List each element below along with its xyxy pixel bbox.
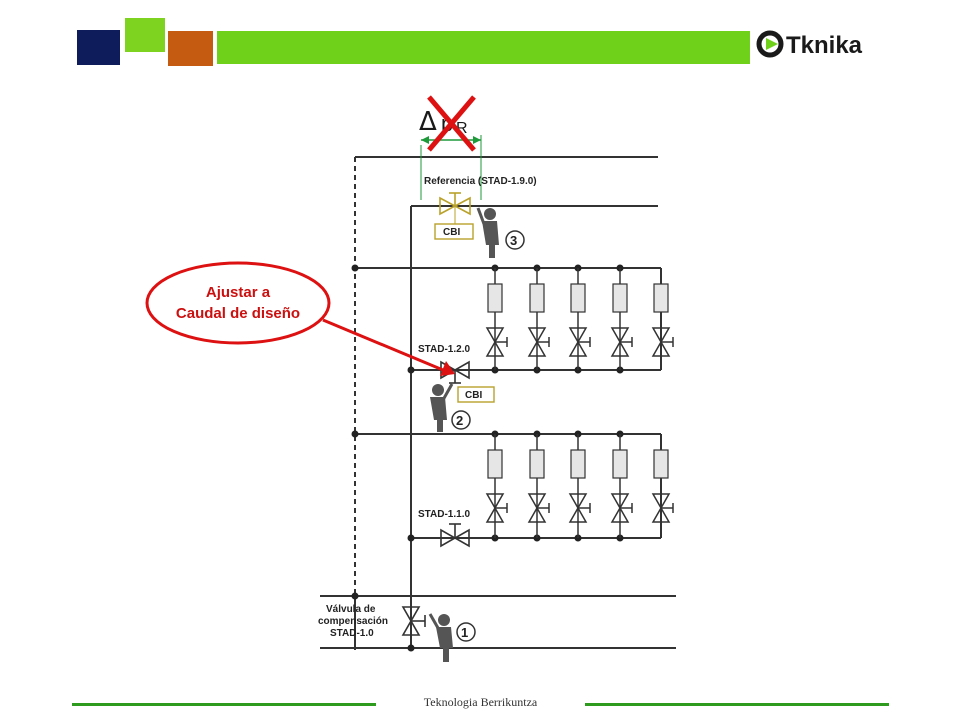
header-square-green [125, 18, 165, 52]
terminal-unit [527, 268, 550, 370]
header-band [217, 31, 750, 64]
stad-120-label: STAD-1.2.0 [418, 344, 470, 355]
header-square-orange [168, 31, 213, 66]
radiator [653, 283, 669, 313]
cbi-box-top: CBI [434, 223, 474, 240]
delta-p-indicator: Δ p R [419, 95, 482, 200]
svg-text:2: 2 [456, 413, 463, 428]
svg-text:1: 1 [461, 625, 468, 640]
radiator [612, 283, 628, 313]
terminal-units-lower [485, 434, 674, 538]
reference-label: Referencia (STAD-1.9.0) [424, 176, 537, 187]
svg-text:CBI: CBI [443, 227, 460, 238]
radiator [570, 449, 586, 479]
comp-valve-label-1: Válvula de [326, 604, 376, 615]
radiator [529, 449, 545, 479]
comp-valve-label-2: compensación [318, 616, 388, 627]
delta-label-sub: R [456, 120, 468, 137]
step-badge-1: 1 [456, 622, 476, 642]
comp-valve-label-3: STAD-1.0 [330, 628, 374, 639]
terminal-unit [610, 268, 633, 370]
cbi-box-mid: CBI [457, 386, 495, 403]
footer-line-left [72, 703, 376, 706]
tknika-logo-icon [756, 30, 784, 58]
technician-figure-3 [476, 207, 499, 258]
svg-text:CBI: CBI [465, 390, 482, 401]
radiator [653, 449, 669, 479]
callout-arrowhead [440, 361, 455, 376]
technician-figure-2 [430, 383, 454, 432]
terminal-units-upper [485, 268, 674, 370]
radiator [570, 283, 586, 313]
radiator-valve [610, 327, 630, 344]
radiator-valve [651, 493, 671, 510]
radiator-valve [527, 493, 547, 510]
terminal-unit [568, 434, 591, 538]
cross-out-mark [427, 95, 476, 152]
radiator-valve [651, 327, 671, 344]
radiator-valve [568, 327, 588, 344]
radiator [487, 449, 503, 479]
terminal-unit [610, 434, 633, 538]
callout: Ajustar a Caudal de diseño [145, 261, 455, 376]
terminal-unit [568, 268, 591, 370]
technician-figure-1 [428, 613, 453, 662]
footer-text: Teknologia Berrikuntza [423, 695, 538, 709]
step-badge-2: 2 [451, 410, 471, 430]
logo-text: Tknika [786, 32, 863, 59]
radiator-valve [568, 493, 588, 510]
pipes [320, 156, 676, 650]
terminal-unit [527, 434, 550, 538]
stad-110-label: STAD-1.1.0 [418, 509, 470, 520]
svg-text:3: 3 [510, 233, 517, 248]
radiator-valve [485, 493, 505, 510]
radiator-valve [527, 327, 547, 344]
callout-line-1: Ajustar a [206, 284, 271, 301]
terminal-unit [651, 434, 674, 538]
step-badge-3: 3 [505, 230, 525, 250]
radiator [612, 449, 628, 479]
terminal-unit [651, 268, 674, 370]
callout-line-2: Caudal de diseño [176, 305, 300, 322]
header-square-navy [77, 30, 120, 65]
reference-valve [439, 192, 471, 224]
stad-110-valve [440, 523, 470, 548]
tknika-logo: Tknika [756, 30, 863, 59]
delta-symbol: Δ [419, 107, 437, 137]
compensation-valve [401, 606, 426, 636]
radiator [529, 283, 545, 313]
radiator [487, 283, 503, 313]
terminal-unit [485, 268, 508, 370]
radiator-valve [485, 327, 505, 344]
footer-line-right [585, 703, 889, 706]
terminal-unit [485, 434, 508, 538]
radiator-valve [610, 493, 630, 510]
